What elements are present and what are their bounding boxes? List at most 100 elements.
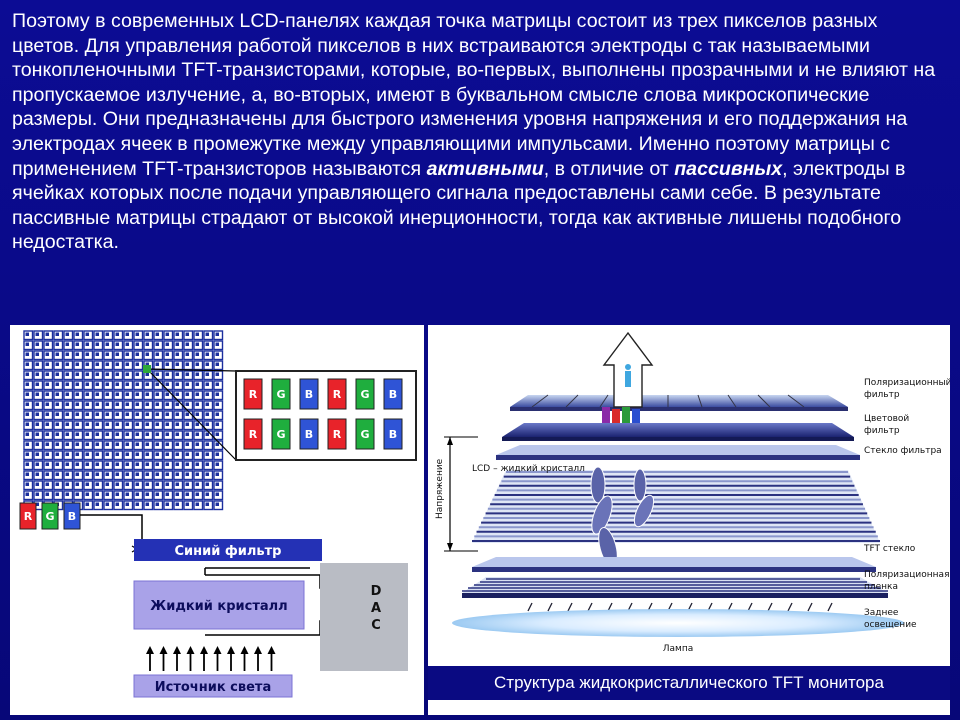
grid-cell-dot (75, 462, 79, 466)
backlight-dash (827, 602, 833, 612)
grid-cell-dot (25, 402, 29, 406)
grid-cell-dot (65, 362, 69, 366)
grid-cell-dot (155, 402, 159, 406)
grid-cell-dot (155, 352, 159, 356)
grid-cell-dot (45, 452, 49, 456)
grid-cell-dot (25, 342, 29, 346)
zoom-subpixel-letter: G (360, 388, 369, 401)
grid-cell-dot (75, 482, 79, 486)
grid-cell-dot (85, 392, 89, 396)
grid-cell-dot (95, 342, 99, 346)
grid-cell-dot (145, 382, 149, 386)
grid-cell-dot (25, 412, 29, 416)
dac-letter-c: C (371, 618, 381, 633)
grid-cell-dot (195, 342, 199, 346)
grid-cell-dot (115, 422, 119, 426)
color-filter-plate (502, 423, 854, 437)
grid-cell-dot (95, 472, 99, 476)
grid-cell-dot (45, 402, 49, 406)
grid-cell-dot (105, 422, 109, 426)
grid-cell-dot (85, 362, 89, 366)
grid-cell-dot (195, 362, 199, 366)
grid-cell-dot (155, 452, 159, 456)
grid-cell-dot (95, 452, 99, 456)
grid-cell-dot (185, 492, 189, 496)
grid-cell-dot (25, 442, 29, 446)
grid-cell-dot (55, 352, 59, 356)
voltage-label: Напряжение (435, 458, 445, 519)
grid-cell-dot (55, 382, 59, 386)
grid-cell-dot (185, 382, 189, 386)
zoom-subpixel-letter: R (249, 388, 258, 401)
grid-cell-dot (155, 362, 159, 366)
grid-cell-dot (85, 402, 89, 406)
grid-cell-dot (145, 332, 149, 336)
grid-cell-dot (165, 342, 169, 346)
grid-cell-dot (85, 502, 89, 506)
grid-cell-dot (145, 452, 149, 456)
lc-ribbed-plate (472, 470, 880, 543)
grid-cell-dot (75, 432, 79, 436)
label-polarizing-film-2: пленка (864, 582, 898, 592)
grid-cell-dot (75, 492, 79, 496)
grid-cell-dot (35, 362, 39, 366)
zoom-subpixel (299, 418, 319, 450)
grid-cell-dot (205, 462, 209, 466)
grid-cell-dot (65, 412, 69, 416)
light-arrow-head (227, 646, 235, 654)
grid-cell-dot (85, 372, 89, 376)
rgb-subpixel (63, 502, 81, 530)
light-arrow-head (213, 646, 222, 654)
grid-cell-dot (25, 472, 29, 476)
grid-cell-dot (205, 442, 209, 446)
backlight-dash (807, 602, 813, 612)
label-color-filter-2: фильтр (864, 426, 900, 436)
grid-cell-dot (215, 482, 219, 486)
grid-cell-dot (155, 492, 159, 496)
grid-cell-dot (25, 482, 29, 486)
grid-cell-dot (85, 332, 89, 336)
paragraph-text-3: , электроды в ячейках которых после пода… (12, 157, 906, 254)
grid-cell-dot (75, 452, 79, 456)
grid-cell-dot (215, 472, 219, 476)
grid-cell-dot (215, 452, 219, 456)
grid-cell-dot (155, 412, 159, 416)
grid-cell-dot (145, 342, 149, 346)
grid-cell-dot (205, 372, 209, 376)
grid-cell-dot (45, 352, 49, 356)
grid-cell-dot (215, 402, 219, 406)
grid-cell-dot (115, 352, 119, 356)
grid-cell-dot (45, 462, 49, 466)
grid-cell-dot (185, 362, 189, 366)
grid-cell-dot (145, 492, 149, 496)
zoom-subpixel-letter: R (333, 428, 342, 441)
blue-filter-label: Синий фильтр (175, 544, 282, 559)
label-lamp: Лампа (663, 644, 693, 654)
grid-cell-dot (205, 422, 209, 426)
grid-cell-dot (45, 412, 49, 416)
grid-cell-dot (95, 482, 99, 486)
grid-cell-dot (65, 492, 69, 496)
grid-cell-dot (115, 462, 119, 466)
label-polarizing-filter-1: Поляризационный (864, 378, 950, 388)
rgb-subpixel-letter: G (45, 510, 54, 523)
grid-cell-dot (125, 452, 129, 456)
grid-cell-dot (45, 392, 49, 396)
grid-cell-dot (165, 332, 169, 336)
grid-cell-dot (165, 362, 169, 366)
grid-cell-dot (145, 372, 149, 376)
grid-cell-dot (195, 392, 199, 396)
grid-cell-dot (65, 442, 69, 446)
grid-cell-dot (65, 352, 69, 356)
grid-cell-dot (145, 362, 149, 366)
color-filter-edge (502, 437, 854, 441)
grid-cell-dot (175, 332, 179, 336)
grid-cell-dot (165, 432, 169, 436)
grid-cell-dot (65, 422, 69, 426)
grid-cell-dot (105, 462, 109, 466)
dac-letter-d: D (371, 584, 382, 599)
grid-cell-dot (135, 462, 139, 466)
grid-cell-dot (205, 362, 209, 366)
grid-cell-dot (135, 502, 139, 506)
